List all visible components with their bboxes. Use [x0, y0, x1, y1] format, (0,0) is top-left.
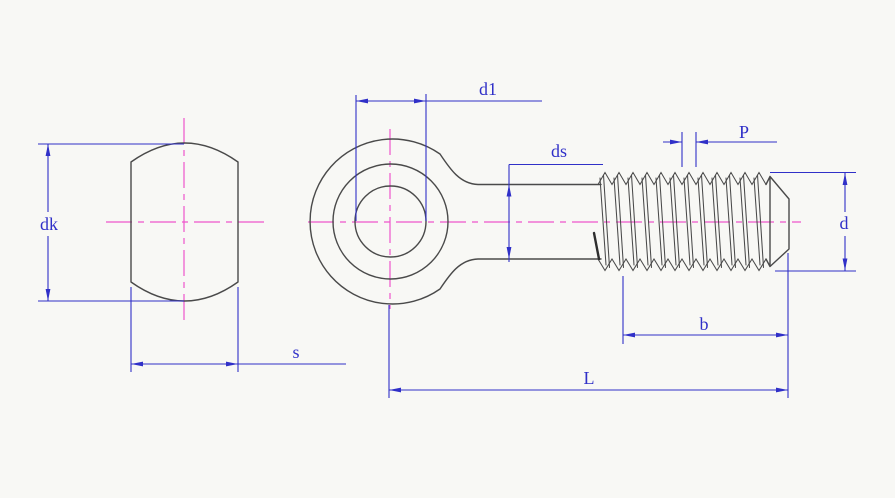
dim-label-b: b — [700, 314, 709, 334]
head-side-view — [130, 142, 239, 302]
arrowhead — [670, 139, 682, 145]
arrowhead — [776, 332, 788, 338]
thread-crest-top — [597, 171, 767, 186]
arrowhead — [506, 247, 512, 259]
arrowhead — [389, 387, 401, 393]
thread-runout-mark — [592, 231, 601, 261]
arrowhead — [45, 144, 51, 156]
arrowhead — [414, 98, 426, 104]
arrowhead — [842, 258, 848, 271]
thread-end-chamfer — [765, 175, 790, 268]
arrowhead — [776, 387, 788, 393]
thread-crest-bottom — [597, 257, 767, 272]
dim-label-d1: d1 — [479, 79, 497, 99]
arrowhead — [45, 289, 51, 301]
arrowhead — [696, 139, 708, 145]
dimension-L: L — [388, 305, 788, 398]
dimension-dk: dk — [38, 143, 184, 302]
arrowhead — [131, 361, 143, 367]
centerlines — [106, 118, 801, 322]
head-barrel-outline — [130, 142, 239, 302]
dim-label-L: L — [584, 368, 595, 388]
dim-label-P: P — [739, 122, 749, 142]
arrowhead — [226, 361, 238, 367]
eye-outer-profile — [309, 138, 602, 305]
eye-middle-circle — [332, 163, 449, 280]
dim-label-s: s — [292, 342, 299, 362]
threaded-end — [592, 171, 790, 272]
dimension-d: d — [770, 171, 856, 272]
eye-front-view — [309, 138, 602, 305]
dimension-ds: ds — [506, 141, 603, 262]
dimension-d1: d1 — [355, 79, 542, 221]
dimension-s: s — [130, 287, 346, 372]
thread-flank-lines — [599, 174, 765, 269]
arrowhead — [356, 98, 368, 104]
arrowhead — [623, 332, 635, 338]
arrowhead — [842, 173, 848, 185]
dim-label-d: d — [840, 213, 849, 233]
eye-hole-circle — [354, 185, 427, 258]
dimension-P: P — [663, 122, 777, 167]
dim-label-dk: dk — [40, 214, 58, 234]
dim-label-ds: ds — [551, 141, 567, 161]
dimension-b: b — [622, 253, 789, 398]
arrowhead — [506, 184, 512, 197]
